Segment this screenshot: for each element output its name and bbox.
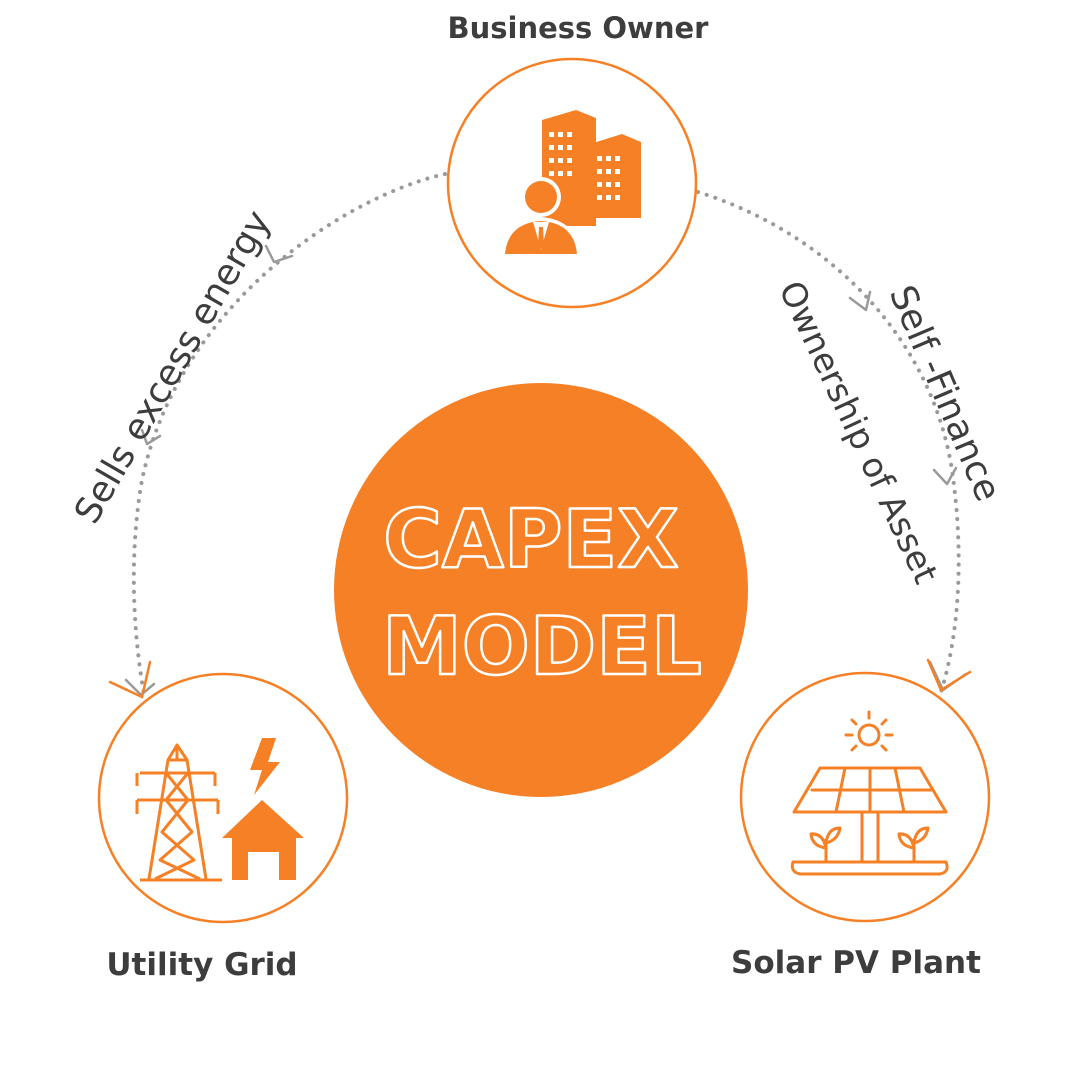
- connector-ownership-finance: [696, 190, 961, 697]
- business-owner-icon: [502, 110, 641, 256]
- connectors: [108, 172, 972, 702]
- arrowhead-finance-middle: [932, 466, 958, 486]
- utility-grid-label: Utility Grid: [106, 947, 297, 983]
- solar-pv-plant-icon: [790, 710, 949, 876]
- arrowhead-sells-bottom: [124, 678, 156, 697]
- connector-sells-excess-energy: [131, 172, 447, 702]
- solar-pv-plant-label: Solar PV Plant: [731, 945, 981, 981]
- arrowhead-sells-middle: [140, 428, 162, 446]
- orange-arrow-right: [926, 658, 972, 692]
- node-utility-grid: Utility Grid: [97, 672, 349, 983]
- business-owner-label: Business Owner: [448, 11, 710, 45]
- center-circle: [334, 383, 748, 797]
- center-title-line2: MODEL: [382, 600, 702, 693]
- center-title-line1: CAPEX: [383, 493, 679, 586]
- arrowhead-finance-top: [848, 290, 872, 312]
- utility-grid-circle: [97, 672, 349, 924]
- orange-arrow-left: [108, 660, 152, 699]
- node-solar-pv-plant: Solar PV Plant: [731, 671, 991, 981]
- solar-pv-plant-circle: [739, 671, 991, 923]
- edge-label-sells-excess-energy: Sells excess energy: [67, 204, 279, 531]
- arrowhead-sells-top: [264, 244, 294, 264]
- node-business-owner: Business Owner: [446, 11, 710, 309]
- center-node: CAPEX MODEL: [334, 383, 748, 797]
- utility-grid-icon: [135, 738, 304, 882]
